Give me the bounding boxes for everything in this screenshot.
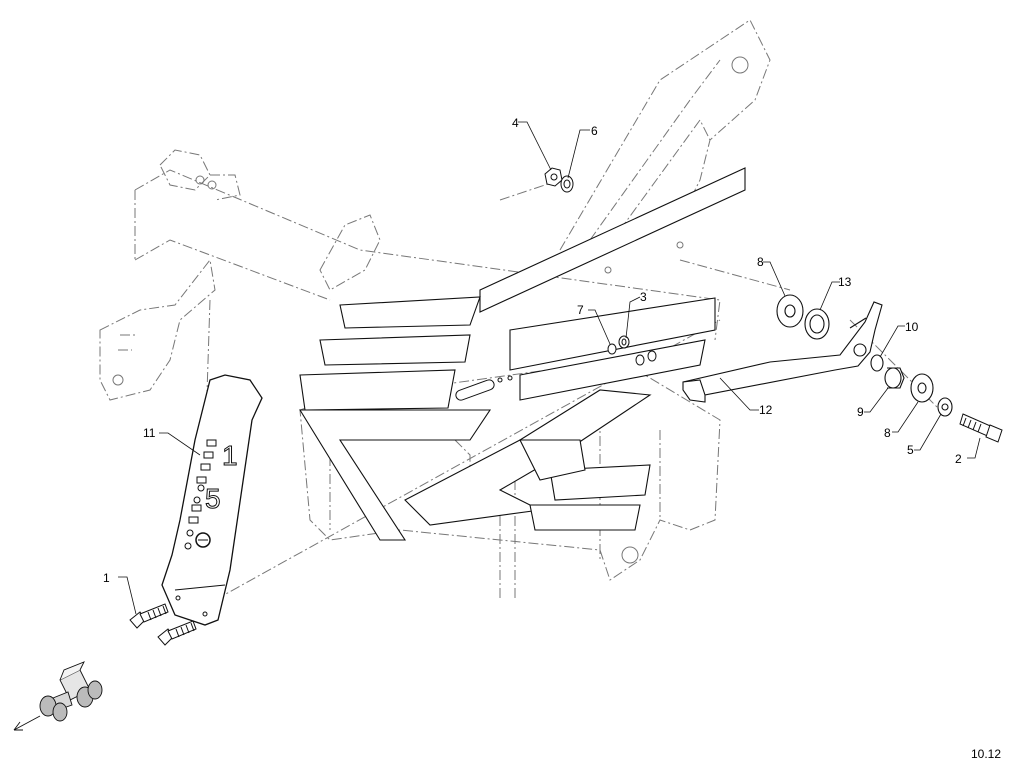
callout-2: 2: [955, 452, 962, 466]
nut-washer-4-6: [544, 167, 574, 193]
callout-13: 13: [838, 275, 852, 289]
bolt-part-2: [959, 413, 1003, 443]
shield-panels: [299, 167, 746, 541]
panel-slot: [455, 375, 513, 401]
washers-7-3: [607, 335, 657, 366]
callout-11: 11: [143, 426, 156, 440]
callouts: 1 2 3 4 5 6 7 8 8 9 10 11 12 13: [103, 116, 962, 585]
callout-9: 9: [857, 405, 864, 419]
washers-8-13: [776, 294, 830, 340]
callout-3: 3: [640, 290, 647, 304]
callout-6: 6: [591, 124, 598, 138]
callout-1: 1: [103, 571, 110, 585]
frame-holes: [112, 56, 749, 564]
instruction-plate: 1 5: [161, 374, 263, 626]
page-reference: 10.12: [970, 747, 1001, 761]
tractor-orientation-icon: [13, 661, 103, 731]
callout-12: 12: [759, 403, 773, 417]
plate-digit-top: 1: [222, 440, 238, 471]
plate-digit-bottom: 5: [205, 483, 221, 514]
callout-5: 5: [907, 443, 914, 457]
callout-7: 7: [577, 303, 584, 317]
callout-4: 4: [512, 116, 519, 130]
callout-8-bottom: 8: [884, 426, 891, 440]
bolt-part-1: [129, 603, 197, 646]
spacer-stack: [870, 354, 953, 417]
callout-10: 10: [905, 320, 919, 334]
leader-lines: [118, 121, 981, 615]
callout-8-top: 8: [757, 255, 764, 269]
lever-part-12: [682, 301, 883, 403]
